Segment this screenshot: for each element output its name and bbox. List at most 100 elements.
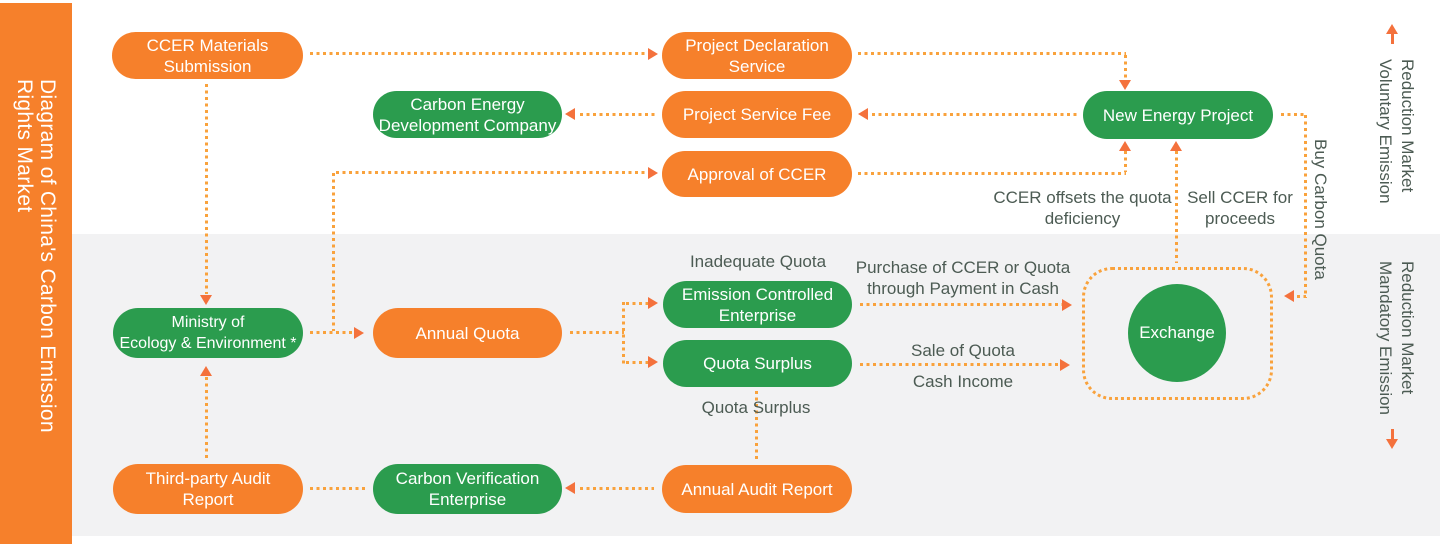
arrowhead-right-icon	[1060, 359, 1070, 371]
node-project-declaration-service: Project Declaration Service	[662, 32, 852, 79]
connector-newenergy-to-exchange-end	[1297, 295, 1306, 298]
node-quota-surplus: Quota Surplus	[663, 340, 852, 387]
node-label: New Energy Project	[1102, 105, 1254, 125]
node-carbon-energy-development-company: Carbon Energy Development Company	[373, 91, 562, 138]
label-line: Reduction Market	[1398, 261, 1417, 395]
node-approval-of-ccer: Approval of CCER	[662, 151, 852, 197]
node-label: Emission Controlled	[681, 284, 834, 304]
label-sale-of-quota: Sale of Quota	[911, 341, 1015, 360]
arrow-down-icon	[1386, 439, 1398, 449]
connector-approval-to-newenergy-rise	[1124, 151, 1127, 172]
label-line: proceeds	[1205, 209, 1275, 228]
mandatory-arrow-shaft	[1391, 429, 1394, 440]
node-annual-quota: Annual Quota	[373, 308, 562, 358]
connector-newenergy-to-servicefee	[872, 113, 1080, 116]
label-ccer-offsets-deficiency: CCER offsets the quota deficiency	[990, 187, 1175, 229]
node-exchange: Exchange	[1128, 284, 1226, 382]
connector-servicefee-to-carbonenergy	[580, 113, 656, 116]
node-label: CCER Materials	[146, 35, 269, 55]
arrowhead-up-icon	[1119, 141, 1131, 151]
connector-newenergy-to-exchange	[1281, 113, 1306, 116]
connector-ministry-to-approval-rise	[332, 173, 335, 331]
connector-quota-to-controlled	[626, 302, 648, 305]
label-line: through Payment in Cash	[867, 279, 1059, 298]
arrowhead-right-icon	[648, 167, 658, 179]
arrowhead-down-icon	[1119, 80, 1131, 90]
diagram-title-line1: Diagram of China's Carbon Emission	[36, 79, 59, 433]
label-line: Voluntary Emission	[1376, 59, 1395, 204]
label-inadequate-quota: Inadequate Quota	[689, 252, 827, 271]
connector-declaration-to-newenergy	[858, 52, 1126, 55]
connector-verification-to-audit	[310, 487, 368, 490]
node-label: Annual Quota	[415, 323, 520, 343]
arrowhead-left-icon	[858, 108, 868, 120]
arrowhead-down-icon	[200, 295, 212, 305]
connector-audit-to-ministry	[205, 377, 208, 460]
node-label: Project Declaration	[685, 35, 829, 55]
connector-ministry-to-quota	[310, 331, 354, 334]
connector-surplus-to-audit	[755, 391, 758, 461]
connector-quota-out	[570, 331, 624, 334]
connector-audit-to-verification	[580, 487, 654, 490]
node-label: Ministry of	[171, 314, 245, 331]
arrowhead-right-icon	[648, 297, 658, 309]
label-buy-carbon-quota: Buy Carbon Quota	[1311, 139, 1330, 280]
connector-materials-to-ministry	[205, 84, 208, 294]
connector-quota-to-surplus	[626, 361, 648, 364]
connector-materials-to-declaration	[310, 52, 648, 55]
connector-declaration-to-newenergy-drop	[1124, 55, 1127, 80]
arrow-up-icon	[1386, 24, 1398, 34]
arrowhead-right-icon	[1062, 299, 1072, 311]
arrowhead-up-icon	[1170, 141, 1182, 151]
label-line: Sell CCER for	[1187, 188, 1293, 207]
label-line: Purchase of CCER or Quota	[855, 258, 1071, 277]
label-line: Reduction Market	[1398, 59, 1417, 193]
label-sell-ccer-for-proceeds: Sell CCER for proceeds	[1186, 187, 1294, 229]
title-sidebar: Diagram of China's Carbon Emission Right…	[0, 3, 72, 544]
arrowhead-left-icon	[1284, 290, 1294, 302]
node-label: Third-party Audit	[145, 469, 271, 488]
node-label: Submission	[163, 56, 252, 76]
label-quota-surplus: Quota Surplus	[701, 398, 811, 417]
node-ccer-materials-submission: CCER Materials Submission	[112, 32, 303, 79]
label-line: deficiency	[1044, 209, 1121, 228]
connector-newenergy-to-exchange-drop	[1304, 115, 1307, 298]
arrowhead-right-icon	[354, 327, 364, 339]
label-mandatory-market: Mandatory Emission Reduction Market	[1374, 261, 1418, 431]
node-project-service-fee: Project Service Fee	[662, 91, 852, 138]
node-label: Service	[728, 56, 786, 76]
exchange-dotted-boundary	[1082, 267, 1273, 400]
label-voluntary-market: Voluntary Emission Reduction Market	[1374, 59, 1418, 219]
node-annual-audit-report: Annual Audit Report	[662, 465, 852, 513]
node-label: Quota Surplus	[703, 354, 812, 373]
node-carbon-verification-enterprise: Carbon Verification Enterprise	[373, 464, 562, 514]
node-label: Report	[182, 490, 234, 509]
voluntary-arrow-shaft	[1391, 33, 1394, 44]
arrowhead-left-icon	[565, 482, 575, 494]
arrowhead-up-icon	[200, 366, 212, 376]
diagram-title: Diagram of China's Carbon Emission Right…	[13, 79, 59, 433]
connector-ministry-to-approval	[336, 171, 648, 174]
node-emission-controlled-enterprise: Emission Controlled Enterprise	[663, 281, 852, 328]
label-purchase-of-ccer: Purchase of CCER or Quota through Paymen…	[848, 257, 1078, 299]
node-label: Exchange	[1139, 323, 1215, 342]
node-label: Project Service Fee	[682, 105, 832, 124]
connector-quota-split	[622, 302, 625, 364]
node-label: Enterprise	[428, 490, 507, 509]
node-new-energy-project: New Energy Project	[1083, 91, 1273, 139]
node-label: Carbon Verification	[395, 469, 540, 488]
node-label: Enterprise	[718, 305, 797, 325]
label-line: CCER offsets the quota	[993, 188, 1172, 207]
node-label: Carbon Energy	[410, 94, 525, 114]
node-label: Annual Audit Report	[681, 479, 833, 499]
node-label: Development Company	[378, 115, 557, 135]
connector-exchange-to-newenergy	[1175, 151, 1178, 263]
label-line: Mandatory Emission	[1376, 261, 1395, 416]
node-label: Ecology & Environment *	[119, 335, 297, 352]
node-third-party-audit-report: Third-party Audit Report	[113, 464, 303, 514]
connector-controlled-to-exchange	[860, 303, 1062, 306]
diagram-title-line2: Rights Market	[13, 79, 36, 213]
label-cash-income: Cash Income	[912, 372, 1014, 391]
connector-approval-to-newenergy	[858, 172, 1126, 175]
